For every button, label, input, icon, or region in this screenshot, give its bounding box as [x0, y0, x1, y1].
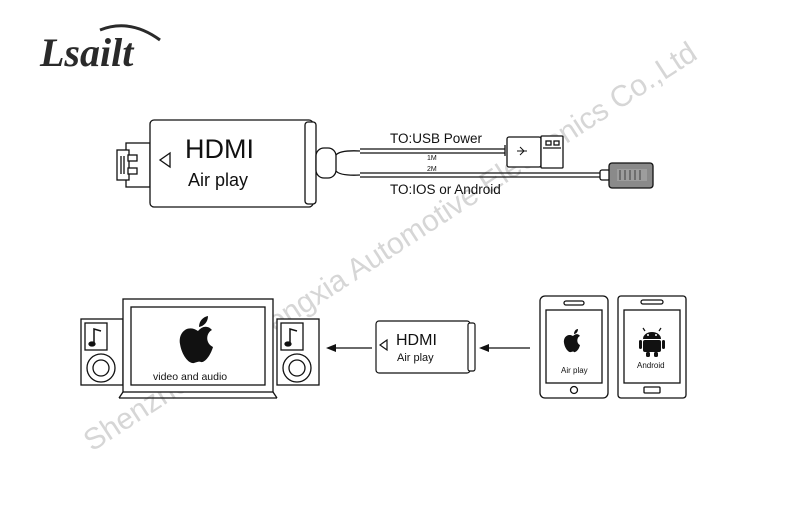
iphone-apple-icon — [563, 329, 580, 353]
usb-cable-length: 1M — [427, 155, 437, 162]
lightning-plug-icon — [599, 162, 654, 189]
hdmi-plug-icon — [116, 142, 151, 188]
device-cable-length: 2M — [427, 166, 437, 173]
adapter-title: HDMI — [185, 134, 254, 164]
small-adapter-arrow-icon — [378, 338, 388, 352]
monitor-caption: video and audio — [153, 371, 227, 383]
arrow-to-monitor — [326, 344, 372, 352]
arrow-to-adapter — [479, 344, 530, 352]
music-note-icon — [93, 328, 102, 343]
device-cable-label: TO:IOS or Android — [390, 182, 501, 197]
small-adapter — [375, 320, 476, 374]
usb-cable-label: TO:USB Power — [390, 131, 483, 146]
left-speaker — [80, 318, 124, 386]
logo-text: Lsailt — [39, 30, 135, 75]
right-speaker — [276, 318, 320, 386]
logo-swoosh — [99, 24, 161, 42]
android-robot-icon — [639, 327, 665, 357]
watermark-text: Shenzhen Xinshengxia Automotive Electron… — [78, 36, 703, 458]
small-adapter-subtitle: Air play — [397, 352, 434, 364]
usb-plug-icon — [506, 135, 564, 169]
android-label: Android — [637, 361, 665, 370]
adapter-arrow-icon — [158, 151, 171, 169]
adapter-assembly — [116, 119, 600, 208]
apple-logo-icon — [179, 316, 213, 364]
music-note-icon — [289, 328, 298, 343]
watermark: Shenzhen Xinshengxia Automotive Electron… — [78, 36, 703, 458]
small-adapter-title: HDMI — [396, 332, 437, 349]
adapter-subtitle: Air play — [188, 170, 248, 190]
iphone-label: Air play — [561, 366, 588, 375]
brand-logo: Lsailt — [39, 24, 161, 75]
